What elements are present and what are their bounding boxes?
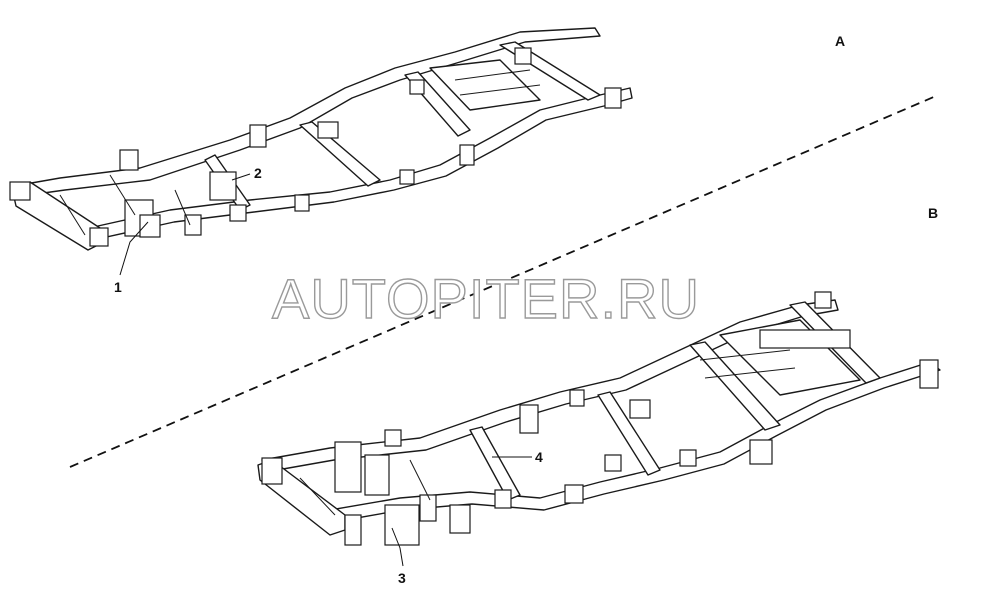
view-label-a: A [835, 33, 845, 49]
callout-2-leader [231, 173, 251, 181]
callout-1: 1 [114, 279, 122, 295]
callout-3: 3 [398, 570, 406, 586]
callout-4: 4 [535, 449, 543, 465]
view-divider-line [69, 95, 937, 468]
callout-3-leader [391, 527, 404, 567]
callout-1-leader [119, 221, 149, 276]
frame-view-b [257, 291, 941, 546]
callout-2: 2 [254, 165, 262, 181]
watermark-text: AUTOPITER.RU [272, 267, 700, 330]
view-label-b: B [928, 205, 938, 221]
frame-view-a [9, 27, 633, 251]
